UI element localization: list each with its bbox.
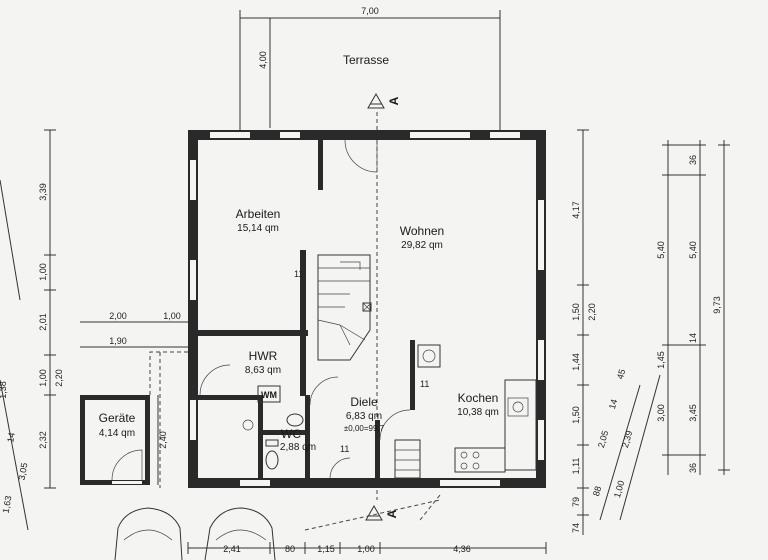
room-diele-name: Diele — [350, 395, 378, 409]
room-kochen-name: Kochen — [458, 391, 499, 405]
dim-left-f: 2,32 — [38, 431, 48, 449]
dim-bottom-b: 80 — [285, 544, 295, 554]
dim-far-f: 3,00 — [656, 404, 666, 422]
windows-bottom — [240, 480, 500, 486]
room-geraete-name: Geräte — [99, 411, 136, 425]
door-entry — [329, 457, 351, 479]
dim-left-h: 3,05 — [17, 462, 30, 481]
dim-right-c: 2,20 — [587, 303, 597, 321]
dim-diag-d: 88 — [591, 485, 603, 497]
dim-bottom-c: 1,15 — [317, 544, 335, 554]
dim-annex-w2: 1,00 — [163, 311, 181, 321]
dim-right-f: 1,11 — [571, 458, 581, 475]
dim-diag-e: 14 — [607, 398, 619, 410]
dim-top-width: 7,00 — [361, 6, 379, 16]
dim-far-h: 36 — [688, 463, 698, 473]
dim-far-i: 9,73 — [712, 296, 722, 314]
dim-left-d: 1,00 — [38, 369, 48, 387]
room-wc-name: WC — [281, 427, 301, 441]
dim-bottom-e: 4,36 — [453, 544, 471, 554]
wm-label: WM — [261, 390, 277, 400]
svg-text:A: A — [387, 96, 401, 105]
dim-terrace-depth: 4,00 — [258, 51, 268, 69]
room-hwr-area: 8,63 qm — [245, 365, 281, 376]
wm-box — [257, 385, 281, 403]
dim-bottom-d: 1,00 — [357, 544, 375, 554]
car-right — [204, 507, 276, 560]
dim-diag-a: 2,05 — [596, 429, 610, 449]
windows-top — [210, 132, 520, 138]
dim-annex-w1: 2,00 — [109, 311, 127, 321]
room-arbeiten-area: 15,14 qm — [237, 223, 279, 234]
dim-far-a: 36 — [688, 155, 698, 165]
dim-annex-w3: 1,90 — [109, 336, 127, 346]
room-arbeiten-name: Arbeiten — [236, 207, 281, 221]
dim-right-ticks — [577, 129, 589, 516]
dim-left-e: 2,20 — [54, 369, 64, 387]
dim-right-h: 74 — [571, 523, 581, 533]
stair-steps-2: 11 — [420, 379, 429, 389]
stair-steps-3: 11 — [340, 444, 349, 454]
staircase: 11 — [294, 254, 372, 361]
dim-left-a: 3,39 — [38, 183, 48, 201]
door-kochen — [379, 409, 411, 441]
room-diele-level: ±0,00=99,7 — [344, 424, 385, 433]
dim-far-right-ticks — [662, 144, 730, 471]
stair-steps-1: 11 — [294, 269, 303, 279]
exterior-walls — [188, 130, 546, 488]
dim-diag-b: 2,39 — [620, 429, 634, 449]
kitchen-counter: 11 — [417, 344, 537, 473]
dim-right-g: 79 — [571, 497, 581, 507]
dim-diag-2 — [619, 374, 661, 521]
room-wc-area: 2,88 qm — [280, 442, 316, 453]
door-hwr — [199, 364, 231, 396]
dim-far-e: 1,45 — [656, 351, 666, 369]
dim-left-g: 1,38 — [0, 381, 8, 399]
dim-left-c: 2,01 — [38, 313, 48, 331]
dim-far-c: 5,40 — [688, 241, 698, 259]
dim-diag-c: 1,00 — [612, 479, 626, 499]
annex-outline — [149, 351, 188, 395]
room-geraete-area: 4,14 qm — [99, 428, 135, 439]
room-wohnen-area: 29,82 qm — [401, 240, 443, 251]
dim-left-i: 1,63 — [1, 495, 14, 514]
dim-right-e: 1,50 — [571, 406, 581, 424]
door-diele — [309, 376, 339, 406]
entry-path-2 — [419, 494, 441, 521]
dim-far-g: 3,45 — [688, 404, 698, 422]
dim-right-d: 1,44 — [571, 353, 581, 371]
entry-path — [304, 499, 441, 531]
terrace-label: Terrasse — [343, 53, 389, 67]
windows-right — [538, 200, 544, 460]
svg-text:A: A — [385, 509, 399, 518]
geraete-annex — [80, 395, 150, 485]
dim-annex-h: 2,40 — [158, 431, 168, 449]
room-diele-area: 6,83 qm — [346, 411, 382, 422]
room-hwr-name: HWR — [249, 349, 278, 363]
entry-stairs: 11 — [340, 439, 421, 479]
windows-left — [190, 160, 196, 440]
dim-far-left-diag-2 — [0, 379, 29, 531]
dim-right-b: 1,50 — [571, 303, 581, 321]
section-marker-top: A — [367, 92, 401, 109]
dim-left-ticks — [44, 129, 56, 489]
room-wohnen-name: Wohnen — [400, 224, 444, 238]
room-kochen-area: 10,38 qm — [457, 407, 499, 418]
dim-right-a: 4,17 — [571, 201, 581, 219]
dim-diag-f: 45 — [615, 368, 627, 380]
dim-left-b: 1,00 — [38, 263, 48, 281]
door-terrace — [344, 139, 378, 173]
dim-bottom-a: 2,41 — [223, 544, 241, 554]
dim-left-j: 14 — [5, 432, 17, 444]
car-left — [114, 507, 183, 560]
dim-bottom-ticks — [187, 542, 547, 554]
interior-walls — [198, 140, 415, 480]
dim-diag-1 — [599, 384, 641, 521]
dim-far-d: 14 — [688, 333, 698, 343]
dim-far-b: 5,40 — [656, 241, 666, 259]
dim-far-left-diag — [0, 179, 21, 301]
wc-fixtures — [242, 413, 304, 470]
